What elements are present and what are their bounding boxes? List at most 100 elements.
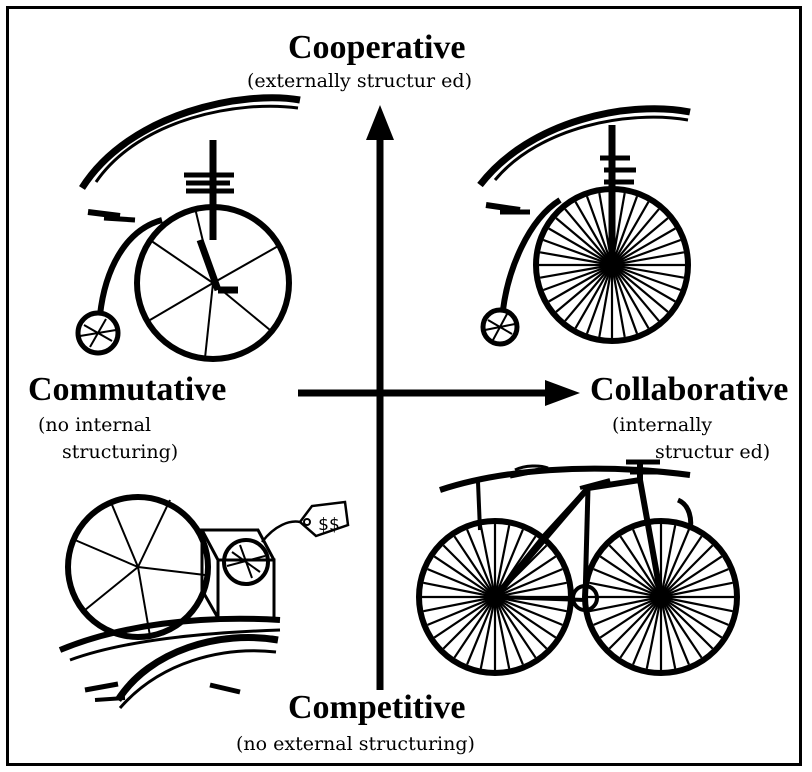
wheel-spoke [659, 596, 690, 665]
wheel-spoke [493, 525, 511, 598]
wheel-spoke [632, 596, 663, 665]
wheel-spoke [539, 251, 613, 267]
wheel-spoke [660, 555, 723, 598]
wheel-spoke [493, 596, 524, 665]
wheel-spoke [645, 596, 663, 669]
right-axis-subtitle-line1: (internally [612, 414, 713, 436]
wheel-spoke [427, 568, 496, 599]
wheel-spoke [589, 581, 662, 599]
vertical-axis-arrowhead [366, 105, 394, 140]
wheel-spoke [453, 535, 496, 598]
wheel-spoke [659, 596, 677, 669]
right-axis-title: Collaborative [590, 371, 789, 408]
wheel-spoke [466, 529, 497, 598]
wheel-spoke [585, 264, 614, 334]
wheel-spoke [660, 596, 723, 639]
wheel-spoke [423, 595, 496, 613]
wheel-spoke [608, 544, 662, 598]
wheel-spoke [619, 596, 662, 659]
top-axis-subtitle: (externally structur ed) [247, 70, 472, 92]
left-axis-title: Commutative [28, 371, 227, 408]
wheel-spoke [660, 596, 714, 650]
wheel-spoke [611, 264, 650, 329]
wheel-spoke [442, 544, 496, 598]
safety-bicycle-icon [416, 459, 740, 676]
wheel-spoke [539, 263, 613, 279]
wheel-spoke [453, 596, 496, 659]
wheel-spoke [433, 555, 496, 598]
wheel-spoke [611, 251, 685, 267]
wheel-spoke [660, 568, 729, 599]
wheel-spoke [610, 196, 639, 266]
wheel-spoke [660, 595, 733, 613]
wheel-spoke [610, 264, 639, 334]
wheel-spoke [494, 596, 537, 659]
wheel-spoke [660, 581, 733, 599]
wheel-spoke [611, 264, 669, 313]
wheel-spoke [493, 529, 524, 598]
wheel-spoke [611, 217, 669, 266]
wheel-spoke [611, 263, 685, 279]
wheel-spoke [589, 595, 662, 613]
bottom-axis-subtitle: (no external structuring) [236, 733, 475, 755]
wheel-spoke [479, 525, 497, 598]
wheel-spoke [427, 595, 496, 626]
wheel-spoke [610, 264, 626, 338]
wheel-spoke [466, 596, 497, 665]
diagram-frame [6, 6, 802, 766]
wheel-spoke [494, 596, 548, 650]
wheel-spoke [611, 263, 681, 292]
wheel-spoke [493, 596, 511, 669]
wheel-spoke [593, 568, 662, 599]
wheel-spoke [611, 264, 660, 322]
wheel-spoke [494, 568, 563, 599]
wheel-spoke [659, 529, 690, 598]
wheel-spoke [564, 208, 613, 266]
wheel-spoke [555, 264, 613, 313]
wheel-spoke [479, 596, 497, 669]
right-axis-subtitle-line2: structur ed) [655, 441, 771, 463]
wheel-spoke [543, 238, 613, 267]
wheel-spoke [659, 525, 677, 598]
wheel-spoke [548, 227, 613, 266]
broken-bicycle-icon [58, 494, 350, 709]
wheel-spoke [433, 596, 496, 639]
wheel-spoke [543, 263, 613, 292]
wheel-spoke [574, 264, 613, 329]
wheel-spoke [611, 227, 676, 266]
wheel-spoke [555, 217, 613, 266]
wheel-spoke [574, 201, 613, 266]
wheel-spoke [611, 264, 676, 303]
wheel-spoke [660, 596, 703, 659]
price-tag-label: $$ [318, 515, 340, 535]
wheel-spoke [494, 581, 567, 599]
wheel-spoke [564, 264, 613, 322]
wheel-spoke [660, 544, 714, 598]
wheel-spoke [494, 596, 557, 639]
wheel-spoke [611, 201, 650, 266]
wheel-spoke [494, 555, 557, 598]
left-axis-subtitle-line2: structuring) [62, 441, 179, 463]
wheel-spoke [548, 264, 613, 303]
wheel-spoke [660, 595, 729, 626]
horizontal-axis-arrowhead [545, 380, 580, 406]
wheel-spoke [599, 555, 662, 598]
wheel-spoke [423, 581, 496, 599]
wheel-spoke [660, 535, 703, 598]
wheel-spoke [608, 596, 662, 650]
wheel-spoke [585, 196, 614, 266]
wheel-spoke [442, 596, 496, 650]
wheel-spoke [619, 535, 662, 598]
wheel-spoke [611, 208, 660, 266]
penny-farthing-simple-icon [75, 94, 301, 362]
wheel-spoke [611, 238, 681, 267]
top-axis-title: Cooperative [288, 29, 466, 66]
wheel-spoke [598, 264, 614, 338]
bottom-axis-title: Competitive [288, 689, 466, 726]
penny-farthing-spoked-icon [477, 105, 691, 347]
wheel-spoke [494, 595, 563, 626]
wheel-spoke [599, 596, 662, 639]
left-axis-subtitle-line1: (no internal [38, 414, 152, 436]
wheel-spoke [593, 595, 662, 626]
